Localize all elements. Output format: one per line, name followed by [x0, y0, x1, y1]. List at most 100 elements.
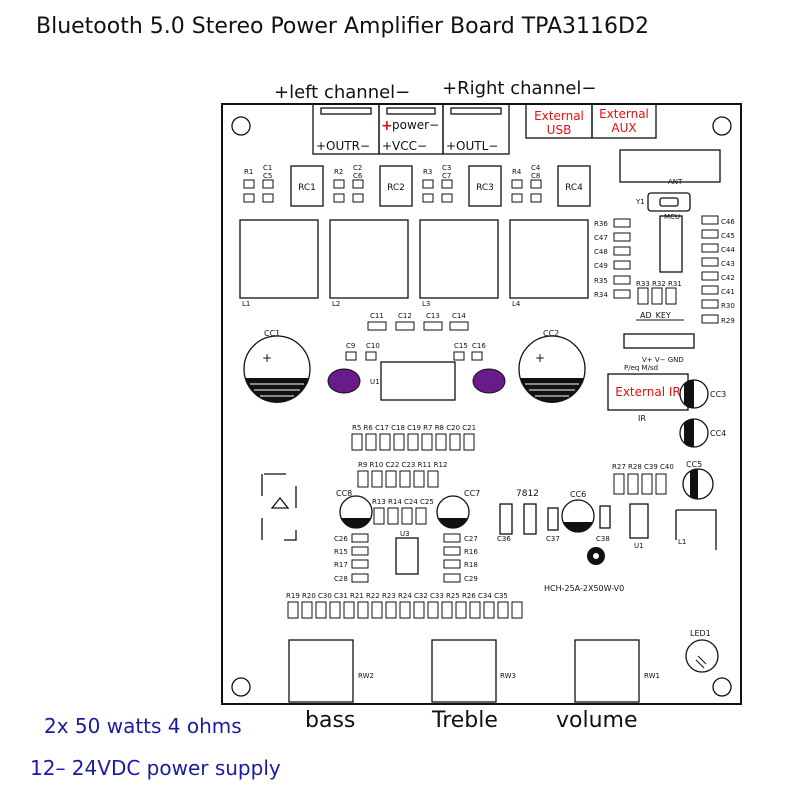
c46-label: C46	[721, 218, 735, 226]
outr-label: +OUTR−	[316, 139, 370, 153]
rbottom-label-1: R33	[636, 280, 650, 288]
ir-pins-label: V+ V− GND	[642, 356, 684, 364]
l4-label: L4	[512, 300, 521, 308]
page-title: Bluetooth 5.0 Stereo Power Amplifier Boa…	[36, 14, 649, 39]
c42-label: C42	[721, 274, 735, 282]
row1-label: R5 R6 C17 C18 C19 R7 R8 C20 C21	[352, 424, 476, 432]
power-section: 7812 C36 C37 C38 CC6 U1 L1 R27 R28 C39 C…	[497, 460, 717, 593]
u3-label: U3	[400, 530, 410, 538]
svg-text:+: +	[535, 351, 545, 365]
c48-label: C48	[594, 248, 608, 256]
c4-label: C4	[531, 164, 541, 172]
c11-label: C11	[370, 312, 384, 320]
side-switch	[261, 473, 297, 541]
rw2-label: RW2	[358, 672, 374, 680]
mount-hole-bottom-left	[231, 677, 251, 697]
c26-label: C26	[334, 535, 348, 543]
r1-label: R1	[244, 168, 253, 176]
rc2-label: RC2	[387, 183, 405, 193]
c6-label: C6	[353, 172, 363, 180]
c27-label: C27	[464, 535, 478, 543]
svg-text:+: +	[262, 351, 272, 365]
c36-label: C36	[497, 535, 511, 543]
external-usb-line1: External	[534, 109, 584, 123]
rc3-label: RC3	[476, 183, 494, 193]
rc1-label: RC1	[298, 183, 316, 193]
cc8-label: CC8	[336, 489, 352, 498]
c37-label: C37	[546, 535, 560, 543]
r30-label: R30	[721, 302, 735, 310]
mount-hole-top-right	[712, 116, 732, 136]
u1-label: U1	[370, 378, 380, 386]
l1b-label: L1	[678, 538, 686, 546]
power-label: power−	[392, 118, 439, 132]
c44-label: C44	[721, 246, 735, 254]
r18-label: R18	[464, 561, 478, 569]
c8-label: C8	[531, 172, 540, 180]
c38-label: C38	[596, 535, 610, 543]
r2-label: R2	[334, 168, 343, 176]
tone-section: R5 R6 C17 C18 C19 R7 R8 C20 C21 R9 R10 C…	[334, 424, 480, 583]
model-label: HCH-25A-2X50W-V0	[544, 584, 624, 593]
c9-label: C9	[346, 342, 355, 350]
r3-label: R3	[423, 168, 432, 176]
cc3-label: CC3	[710, 390, 726, 399]
c41-label: C41	[721, 288, 735, 296]
external-usb-line2: USB	[547, 123, 572, 137]
r34-label: R34	[594, 291, 608, 299]
capacitor-cc2: CC2 +	[518, 329, 586, 403]
r17-label: R17	[334, 561, 348, 569]
rbottom-label-2: R32	[652, 280, 666, 288]
row3-label: R13 R14 C24 C25	[372, 498, 434, 506]
rc-row: RC1 RC2 RC3 RC4 R1 R2 R3 R4 C1 C5 C2 C6 …	[243, 164, 591, 207]
cc2-label: CC2	[543, 329, 559, 338]
mount-hole-bottom-right	[712, 677, 732, 697]
pcb-outline	[221, 103, 742, 705]
rbottom-label-3: R31	[668, 280, 682, 288]
power-rating-spec: 2x 50 watts 4 ohms	[44, 714, 242, 738]
middle-caps: C11 C12 C13 C14	[367, 312, 469, 331]
r36-label: R36	[594, 220, 608, 228]
c49-label: C49	[594, 262, 608, 270]
led-label: LED1	[690, 629, 711, 638]
treble-knob-label: Treble	[432, 708, 498, 733]
r35-label: R35	[594, 277, 608, 285]
supply-voltage-spec: 12– 24VDC power supply	[30, 756, 281, 780]
amplifier-ic: C9 C10 C15 C16 U1	[327, 342, 506, 401]
reg-7812-label: 7812	[516, 489, 539, 499]
r4-label: R4	[512, 168, 522, 176]
r29-label: R29	[721, 317, 735, 325]
terminal-blocks: +OUTR− + power− +VCC− +OUTL−	[312, 103, 510, 155]
c13-label: C13	[426, 312, 440, 320]
c15-label: C15	[454, 342, 468, 350]
left-channel-label: +left channel−	[274, 82, 411, 103]
rc4-label: RC4	[565, 183, 583, 193]
ir-area: V+ V− GND P/eq M/sd External IR IR CC3 C…	[607, 333, 726, 448]
c43-label: C43	[721, 260, 735, 268]
l3-label: L3	[422, 300, 430, 308]
bass-knob-label: bass	[305, 708, 356, 733]
row2-label: R9 R10 C22 C23 R11 R12	[358, 461, 447, 469]
bottom-row: R19 R20 C30 C31 R21 R22 R23 R24 C32 C33 …	[286, 592, 523, 619]
cc1-label: CC1	[264, 329, 280, 338]
c12-label: C12	[398, 312, 412, 320]
rw3-label: RW3	[500, 672, 516, 680]
mount-hole-top-left	[231, 116, 251, 136]
c5-label: C5	[263, 172, 272, 180]
c2-label: C2	[353, 164, 362, 172]
c45-label: C45	[721, 232, 735, 240]
outl-label: +OUTL−	[446, 139, 498, 153]
ad-key-label: AD_KEY	[640, 311, 671, 320]
c10-label: C10	[366, 342, 380, 350]
cc5-label: CC5	[686, 460, 702, 469]
c14-label: C14	[452, 312, 466, 320]
u1b-label: U1	[634, 542, 644, 550]
vcc-label: +VCC−	[382, 139, 427, 153]
cc6-label: CC6	[570, 490, 586, 499]
status-led: LED1	[685, 629, 719, 673]
c16-label: C16	[472, 342, 486, 350]
bluetooth-module: ANT Y1 MCU R36 C47 C48 C49 R35 R34	[594, 149, 735, 325]
cc4-label: CC4	[710, 429, 726, 438]
external-aux-line1: External	[599, 107, 649, 121]
